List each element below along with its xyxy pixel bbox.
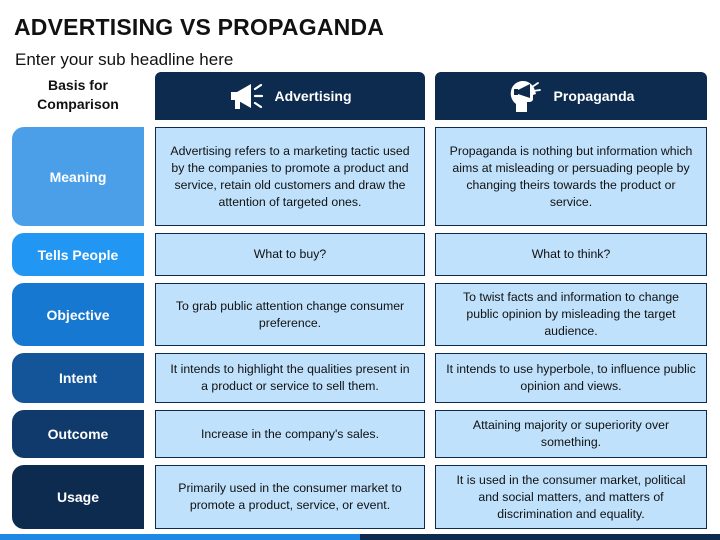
row-label-objective: Objective	[12, 283, 144, 346]
cell-propaganda-tells-people: What to think?	[435, 233, 707, 276]
row-label-tells-people: Tells People	[12, 233, 144, 276]
basis-column-header: Basis for Comparison	[12, 76, 144, 114]
cell-advertising-intent: It intends to highlight the qualities pr…	[155, 353, 425, 403]
advertising-column-header: Advertising	[155, 72, 425, 120]
cell-propaganda-usage: It is used in the consumer market, polit…	[435, 465, 707, 529]
cell-propaganda-objective: To twist facts and information to change…	[435, 283, 707, 346]
row-label-usage: Usage	[12, 465, 144, 529]
advertising-header-label: Advertising	[274, 88, 352, 104]
cell-advertising-usage: Primarily used in the consumer market to…	[155, 465, 425, 529]
page-title: ADVERTISING VS PROPAGANDA	[14, 14, 385, 40]
propaganda-header-label: Propaganda	[553, 88, 635, 104]
row-label-intent: Intent	[12, 353, 144, 403]
propaganda-column-header: Propaganda	[435, 72, 707, 120]
megaphone-icon	[228, 81, 264, 111]
bottom-accent-bar	[0, 534, 720, 540]
cell-advertising-meaning: Advertising refers to a marketing tactic…	[155, 127, 425, 226]
basis-header-line2: Comparison	[37, 96, 119, 112]
cell-advertising-outcome: Increase in the company's sales.	[155, 410, 425, 458]
head-megaphone-icon	[508, 78, 544, 114]
basis-header-line1: Basis for	[48, 77, 108, 93]
page-subtitle: Enter your sub headline here	[15, 50, 234, 69]
cell-advertising-objective: To grab public attention change consumer…	[155, 283, 425, 346]
row-label-meaning: Meaning	[12, 127, 144, 226]
cell-propaganda-outcome: Attaining majority or superiority over s…	[435, 410, 707, 458]
cell-advertising-tells-people: What to buy?	[155, 233, 425, 276]
cell-propaganda-meaning: Propaganda is nothing but information wh…	[435, 127, 707, 226]
cell-propaganda-intent: It intends to use hyperbole, to influenc…	[435, 353, 707, 403]
row-label-outcome: Outcome	[12, 410, 144, 458]
